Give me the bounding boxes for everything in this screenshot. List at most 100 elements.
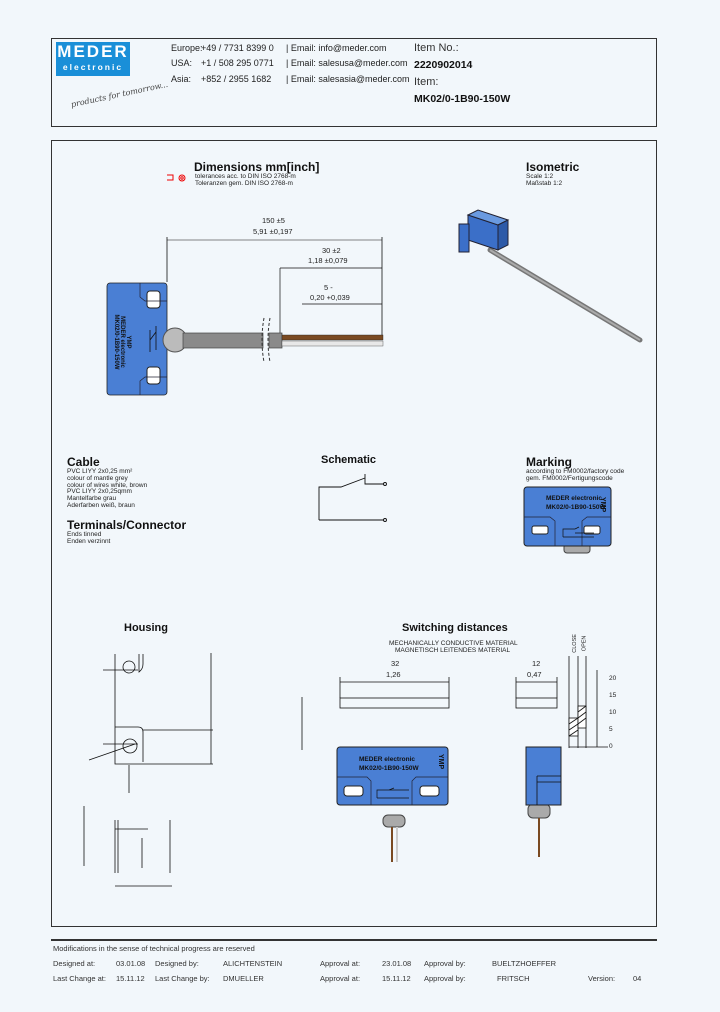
isometric-title: Isometric (526, 160, 580, 174)
approval-by-label-2: Approval by: (424, 974, 466, 983)
switching-drawing (301, 656, 608, 750)
contact-usa-region: USA: (171, 58, 193, 68)
approval-by-label-1: Approval by: (424, 959, 466, 968)
dimensions-note-2: Toleranzen gem. DIN ISO 2768-m (195, 180, 293, 187)
version-label: Version: (588, 974, 616, 983)
dimensions-note-1: tolerances acc. to DIN ISO 2768-m (195, 173, 296, 180)
switching-code: YMP (437, 754, 444, 770)
approval-at-label-1: Approval at: (320, 959, 361, 968)
marking-note-2: gem. FM0002/Fertigungscode (526, 475, 613, 482)
dim-strip: 30 ±2 (322, 246, 341, 255)
dim-total: 150 ±5 (262, 216, 285, 225)
switching-dim-width: 32 (391, 659, 400, 668)
part-text-2: MK02/0-1B90-150W (113, 314, 119, 370)
last-change-at: 15.11.12 (116, 974, 145, 983)
sensor-top-view (106, 237, 384, 396)
cable-line: PVC LIYY 2x0,25qmm (67, 488, 132, 496)
housing-title: Housing (124, 622, 168, 634)
marking-title: Marking (526, 455, 573, 469)
designed-at-label: Designed at: (53, 959, 96, 968)
part-text-1: MEDER electronic (119, 316, 125, 368)
dim-end: 5 - (324, 283, 333, 292)
terminals-title: Terminals/Connector (67, 518, 187, 532)
item-no-label: Item No.: (414, 42, 459, 54)
schematic-diagram (318, 474, 387, 522)
switching-note-2: MAGNETISCH LEITENDES MATERIAL (395, 647, 511, 654)
marking-label-1: MEDER electronic (546, 495, 602, 502)
logo-subtext: electronic (62, 62, 124, 72)
designed-by: ALICHTENSTEIN (223, 959, 283, 968)
contact-europe-region: Europe: (171, 43, 203, 53)
approval-by-2: FRITSCH (497, 974, 530, 983)
contact-europe-email[interactable]: | Email: info@meder.com (286, 43, 387, 53)
switching-dim-width-inch: 1,26 (386, 670, 401, 679)
last-change-at-label: Last Change at: (53, 974, 106, 983)
cable-line: Aderfarben weiß, braun (67, 501, 135, 509)
isometric-scale-2: Maßstab 1:2 (526, 180, 563, 187)
dimensions-title: Dimensions mm[inch] (194, 160, 320, 174)
approval-at-label-2: Approval at: (320, 974, 361, 983)
drawing-frame (51, 140, 657, 927)
switching-col-open: OPEN (581, 635, 588, 652)
scale-0: 0 (609, 743, 613, 750)
scale-10: 10 (609, 709, 617, 716)
cable-line: PVC LIYY 2x0,25 mm² (67, 468, 133, 475)
dim-total-inch: 5,91 ±0,197 (253, 227, 293, 236)
switching-label-1: MEDER electronic (359, 756, 415, 763)
contact-europe-phone: +49 / 7731 8399 0 (201, 43, 274, 53)
contact-asia-email[interactable]: | Email: salesasia@meder.com (286, 74, 410, 84)
version: 04 (633, 974, 642, 983)
header-box (51, 38, 657, 127)
part-label-vertical: YMP MEDER electronic MK02/0-1B90-150W (113, 292, 131, 392)
logo-text: MEDER (57, 42, 129, 61)
contact-usa-email[interactable]: | Email: salesusa@meder.com (286, 58, 408, 68)
switching-side-part (525, 746, 562, 857)
designed-at: 03.01.08 (116, 959, 146, 968)
part-code: YMP (125, 335, 131, 349)
schematic-title: Schematic (321, 454, 377, 466)
scale-20: 20 (609, 675, 617, 682)
approval-by-1: BUELTZHOEFFER (492, 959, 557, 968)
terminals-line: Enden verzinnt (67, 537, 111, 545)
last-change-by-label: Last Change by: (155, 974, 210, 983)
approval-at-1: 23.01.08 (382, 959, 412, 968)
meder-logo: MEDER electronic (56, 42, 130, 76)
footer-note: Modifications in the sense of technical … (53, 944, 255, 953)
designed-by-label: Designed by: (155, 959, 199, 968)
dim-end-inch: 0,20 +0,039 (310, 293, 350, 302)
switching-note-1: MECHANICALLY CONDUCTIVE MATERIAL (389, 640, 518, 647)
projection-symbol-icon (167, 174, 186, 182)
item-no: 2220902014 (414, 59, 473, 71)
cable-line: colour of wires white, brown (67, 481, 148, 489)
cable-specs: PVC LIYY 2x0,25 mm² colour of mantle gre… (67, 468, 148, 510)
marking-code: YMP (599, 497, 606, 513)
isometric-view (458, 209, 643, 343)
item-label: Item: (414, 76, 439, 88)
item-name: MK02/0-1B90-150W (414, 93, 511, 105)
scale-5: 5 (609, 726, 613, 733)
switching-front-part (336, 746, 449, 862)
switching-col-close: CLOSE (571, 634, 578, 653)
marking-part (523, 486, 612, 554)
terminals-line: Ends tinned (67, 531, 102, 538)
contact-usa-phone: +1 / 508 295 0771 (201, 58, 274, 68)
contact-asia-region: Asia: (171, 74, 192, 84)
cable-line: colour of mantle grey (67, 474, 128, 482)
cable-title: Cable (67, 455, 100, 469)
approval-at-2: 15.11.12 (382, 974, 411, 983)
isometric-scale-1: Scale 1:2 (526, 173, 554, 180)
terminals-specs: Ends tinned Enden verzinnt (67, 531, 111, 546)
marking-label-2: MK02/0-1B90-150W (546, 504, 606, 511)
switching-dim-depth-inch: 0,47 (527, 670, 542, 679)
switching-title: Switching distances (402, 622, 508, 634)
last-change-by: DMUELLER (223, 974, 264, 983)
scale-15: 15 (609, 692, 617, 699)
switching-label-2: MK02/0-1B90-150W (359, 765, 419, 772)
marking-note-1: according to FM0002/factory code (526, 468, 625, 475)
dim-strip-inch: 1,18 ±0,079 (308, 256, 348, 265)
contact-asia-phone: +852 / 2955 1682 (201, 74, 272, 84)
housing-drawing (83, 653, 213, 887)
switching-dim-depth: 12 (532, 659, 541, 668)
cable-line: Mantelfarbe grau (67, 495, 117, 503)
